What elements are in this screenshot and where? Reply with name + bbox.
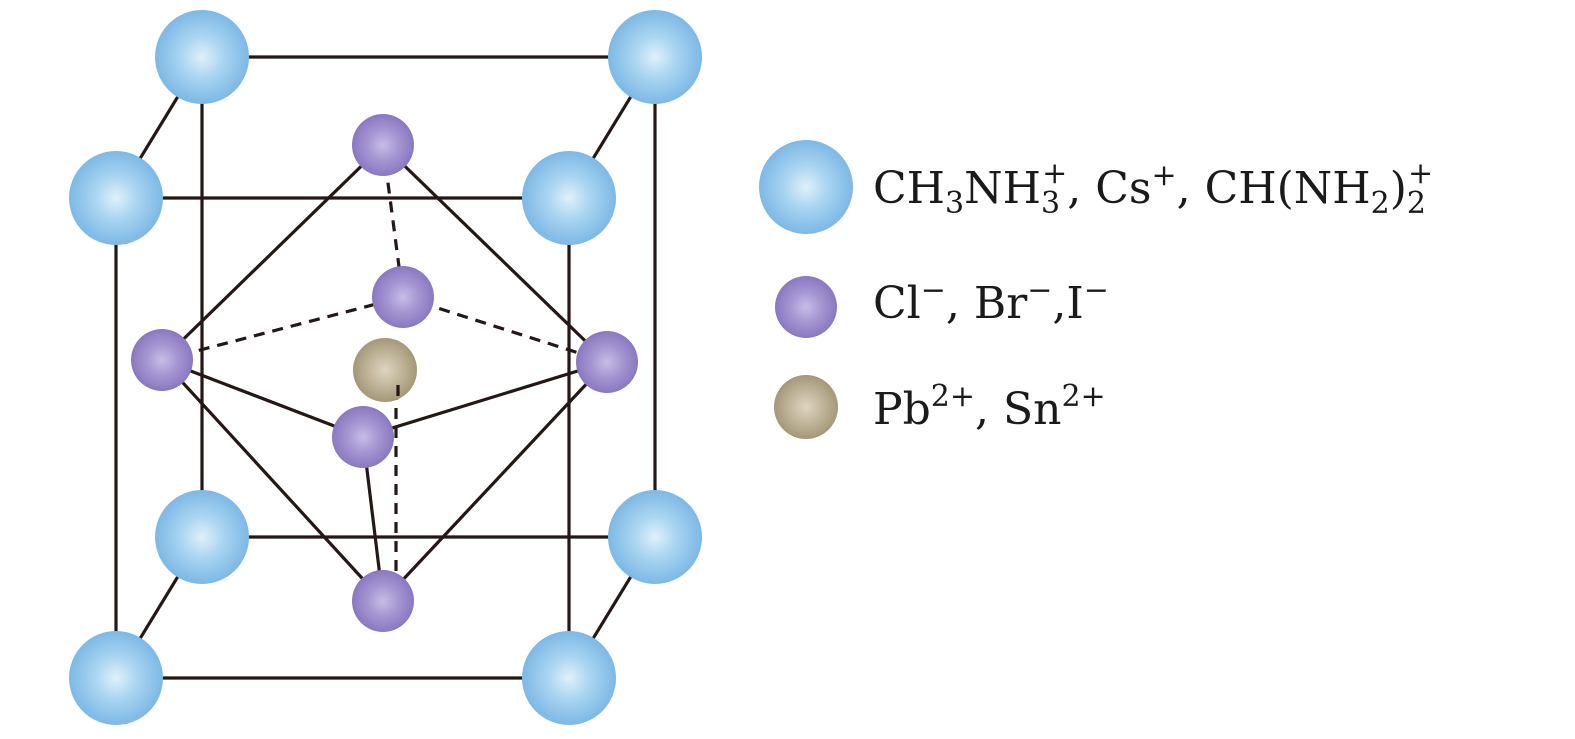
legend-label-a-site: CH3NH3+, Cs+, CH(NH2)2+ <box>873 156 1433 221</box>
x-site-atom <box>372 266 434 328</box>
octahedron-edges <box>160 143 609 603</box>
x-site-atom <box>352 114 414 176</box>
a-site-atom <box>155 490 249 584</box>
legend: CH3NH3+, Cs+, CH(NH2)2+ Cl−, Br−,I− Pb2+… <box>759 140 1433 439</box>
x-site-atom <box>576 331 638 393</box>
legend-swatch-b-site <box>774 375 838 439</box>
legend-item-x-site: Cl−, Br−,I− <box>775 273 1109 338</box>
a-site-atom <box>69 631 163 725</box>
x-site-atom <box>131 329 193 391</box>
x-site-atom <box>332 406 394 468</box>
a-site-atom <box>608 490 702 584</box>
a-site-cations <box>69 10 702 725</box>
a-site-atom <box>69 151 163 245</box>
a-site-atom <box>155 10 249 104</box>
x-site-anions <box>131 114 638 632</box>
legend-item-a-site: CH3NH3+, Cs+, CH(NH2)2+ <box>759 140 1433 234</box>
b-site-atom <box>353 338 417 402</box>
a-site-atom <box>522 151 616 245</box>
legend-item-b-site: Pb2+, Sn2+ <box>774 375 1106 439</box>
legend-label-x-site: Cl−, Br−,I− <box>873 273 1109 329</box>
legend-swatch-a-site <box>759 140 853 234</box>
a-site-atom <box>522 631 616 725</box>
a-site-atom <box>608 10 702 104</box>
x-site-atom <box>352 570 414 632</box>
legend-label-b-site: Pb2+, Sn2+ <box>873 379 1106 435</box>
legend-swatch-x-site <box>775 276 837 338</box>
